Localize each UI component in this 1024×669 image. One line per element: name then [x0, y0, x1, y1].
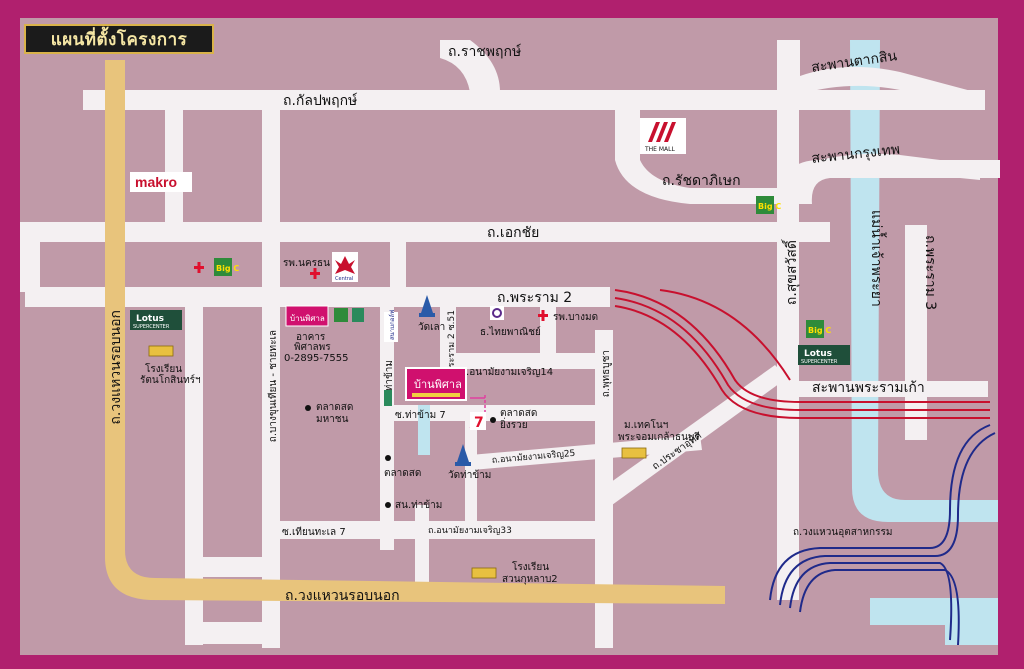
road-anamai25	[470, 435, 702, 470]
label-hosp-nakhon: รพ.นครธน	[283, 258, 330, 269]
seven-eleven-icon: 7	[470, 412, 486, 431]
label-sanphan-rama-kao: สะพานพระรามเก้า	[812, 380, 925, 396]
label-anamai33: ถ.อนามัยงามเจริญ33	[428, 525, 512, 536]
label-ratchadaphisek: ถ.รัชดาภิเษก	[662, 173, 741, 189]
blue-rail-lines	[769, 424, 996, 646]
label-hosp-bangmod: รพ.บางมด	[553, 312, 598, 323]
label-school-suankularb-2: สวนกุหลาบ2	[502, 574, 558, 585]
label-kanlapaphruek: ถ.กัลปพฤกษ์	[283, 92, 358, 109]
makro-label: makro	[135, 174, 177, 190]
big-c-icon: Big C	[806, 320, 831, 338]
the-mall-logo: THE MALL	[640, 118, 686, 154]
label-market-mahachon-2: มหาชน	[316, 414, 349, 425]
label-building-name-2: พิศาลพร	[294, 342, 331, 353]
road-anamai14	[440, 353, 610, 369]
label-ratchaphruek: ถ.ราชพฤกษ์	[448, 43, 522, 60]
label-phutthabucha: ถ.พุทธบูชา	[601, 350, 612, 397]
label-building-phone: 0-2895-7555	[284, 353, 348, 364]
road-soi-thian7	[280, 521, 600, 539]
central-logo: Central	[332, 252, 358, 282]
road-ratchadaphisek	[615, 110, 1000, 204]
lotus-logo: Lotus SUPERCENTER	[798, 345, 850, 365]
svg-text:SUPERCENTER: SUPERCENTER	[801, 359, 838, 365]
big-c-icon	[334, 308, 348, 322]
road-soi-thakham7	[390, 405, 600, 421]
road-ratchaphruek	[440, 40, 500, 92]
label-bang-khun-thian: ถ.บางขุนเทียน - ชายทะเล	[267, 330, 279, 442]
label-market: ตลาดสด	[384, 468, 421, 479]
road-kanlapaphruek	[83, 90, 985, 110]
label-outer-ring-vertical: ถ.วงแหวนรอบนอก	[108, 310, 124, 425]
label-kmutt-1: ม.เทคโนฯ	[624, 418, 668, 431]
svg-text:บ้านพิศาล: บ้านพิศาล	[414, 378, 462, 391]
road-rama2	[25, 287, 610, 307]
label-thai-bank: ธ.ไทยพาณิชย์	[480, 326, 541, 338]
road-sanphan-taksin	[800, 66, 975, 108]
market-dots	[305, 405, 496, 508]
label-outer-ring-horizontal: ถ.วงแหวนรอบนอก	[285, 588, 400, 604]
road-left-vertical	[185, 305, 203, 645]
label-wat-thakham: วัดท่าข้าม	[448, 469, 491, 481]
school-icon	[148, 345, 647, 579]
road-rama2-soi51	[440, 305, 456, 365]
makro-logo: makro	[130, 172, 192, 192]
tree-icon	[384, 390, 392, 406]
road-tha-kham	[380, 305, 394, 550]
label-rama2: ถ.พระราม 2	[497, 290, 572, 306]
label-wongwaen-utsahakam: ถ.วงแหวนอุตสาหกรรม	[793, 527, 892, 538]
label-building-name-1: อาคาร	[296, 332, 326, 343]
svg-text:สนามกอล์ฟ: สนามกอล์ฟ	[388, 310, 396, 340]
canal	[418, 405, 430, 455]
label-school-rattanakosin-2: รัตนโกสินทร์ฯ	[140, 373, 201, 386]
svg-text:7: 7	[474, 415, 484, 431]
svg-text:SUPERCENTER: SUPERCENTER	[133, 324, 170, 330]
road-pracha-uthit	[600, 365, 787, 505]
red-rail-lines	[614, 289, 990, 419]
label-school-rattanakosin-1: โรงเรียน	[145, 362, 182, 375]
svg-text:Big C: Big C	[758, 202, 781, 211]
map-title-box: แผนที่ตั้งโครงการ	[24, 24, 214, 54]
project-main-logo: บ้านพิศาล	[405, 367, 467, 401]
label-rama3: ถ.พระราม 3	[922, 235, 938, 310]
plant-icon	[352, 308, 364, 322]
big-c-icon: Big C	[756, 196, 781, 214]
label-market-yingruay-1: ตลาดสด	[500, 408, 537, 419]
label-soi-thakham7: ซ.ท่าข้าม 7	[395, 409, 446, 421]
label-kmutt-2: พระจอมเกล้าธนบุรี	[618, 431, 700, 443]
svg-text:Central: Central	[335, 276, 353, 282]
hospital-icon	[194, 262, 548, 321]
svg-text:Big C: Big C	[808, 326, 831, 335]
temple-icon	[419, 295, 471, 466]
lotus-logo: Lotus SUPERCENTER	[130, 310, 182, 330]
project-brand-logo: บ้านพิศาล	[285, 305, 329, 327]
label-anamai14: ถ.อนามัยงามเจริญ14	[460, 367, 553, 378]
road-network	[20, 40, 1000, 648]
label-suksawat: ถ.สุขสวัสดิ์	[781, 238, 800, 305]
the-mall-label: THE MALL	[644, 146, 675, 153]
svg-text:Big C: Big C	[216, 264, 239, 273]
golf-course-sign: สนามกอล์ฟ	[384, 310, 398, 342]
road-sanphan-krungthep	[800, 153, 980, 180]
label-market-mahachon-1: ตลาดสด	[316, 402, 353, 413]
label-soi-thian7: ซ.เทียนทะเล 7	[282, 526, 346, 538]
chao-phraya-river	[850, 40, 998, 645]
label-market-yingruay-2: ยิ่งรวย	[500, 417, 528, 431]
label-ekkachai: ถ.เอกชัย	[487, 225, 539, 241]
road-bang-khun-thian	[262, 108, 280, 648]
label-school-suankularb-1: โรงเรียน	[512, 560, 549, 573]
bank-icon	[490, 306, 504, 320]
label-river: แม่น้ำเจ้าพระยา	[868, 210, 887, 307]
label-rama2-soi51: พระราม 2 ซ.51	[447, 310, 457, 373]
road-ekkachai	[20, 222, 830, 242]
map-title: แผนที่ตั้งโครงการ	[50, 29, 188, 50]
label-police: สน.ท่าข้าม	[395, 499, 442, 511]
big-c-icon: Big C	[214, 258, 239, 276]
road-sanphan-rama-kao	[798, 381, 988, 397]
svg-text:Lotus: Lotus	[136, 314, 164, 324]
road-suksawat	[777, 40, 799, 600]
label-wat-lao: วัดเลา	[418, 322, 445, 333]
svg-text:Lotus: Lotus	[804, 349, 832, 359]
svg-text:บ้านพิศาล: บ้านพิศาล	[290, 314, 325, 323]
